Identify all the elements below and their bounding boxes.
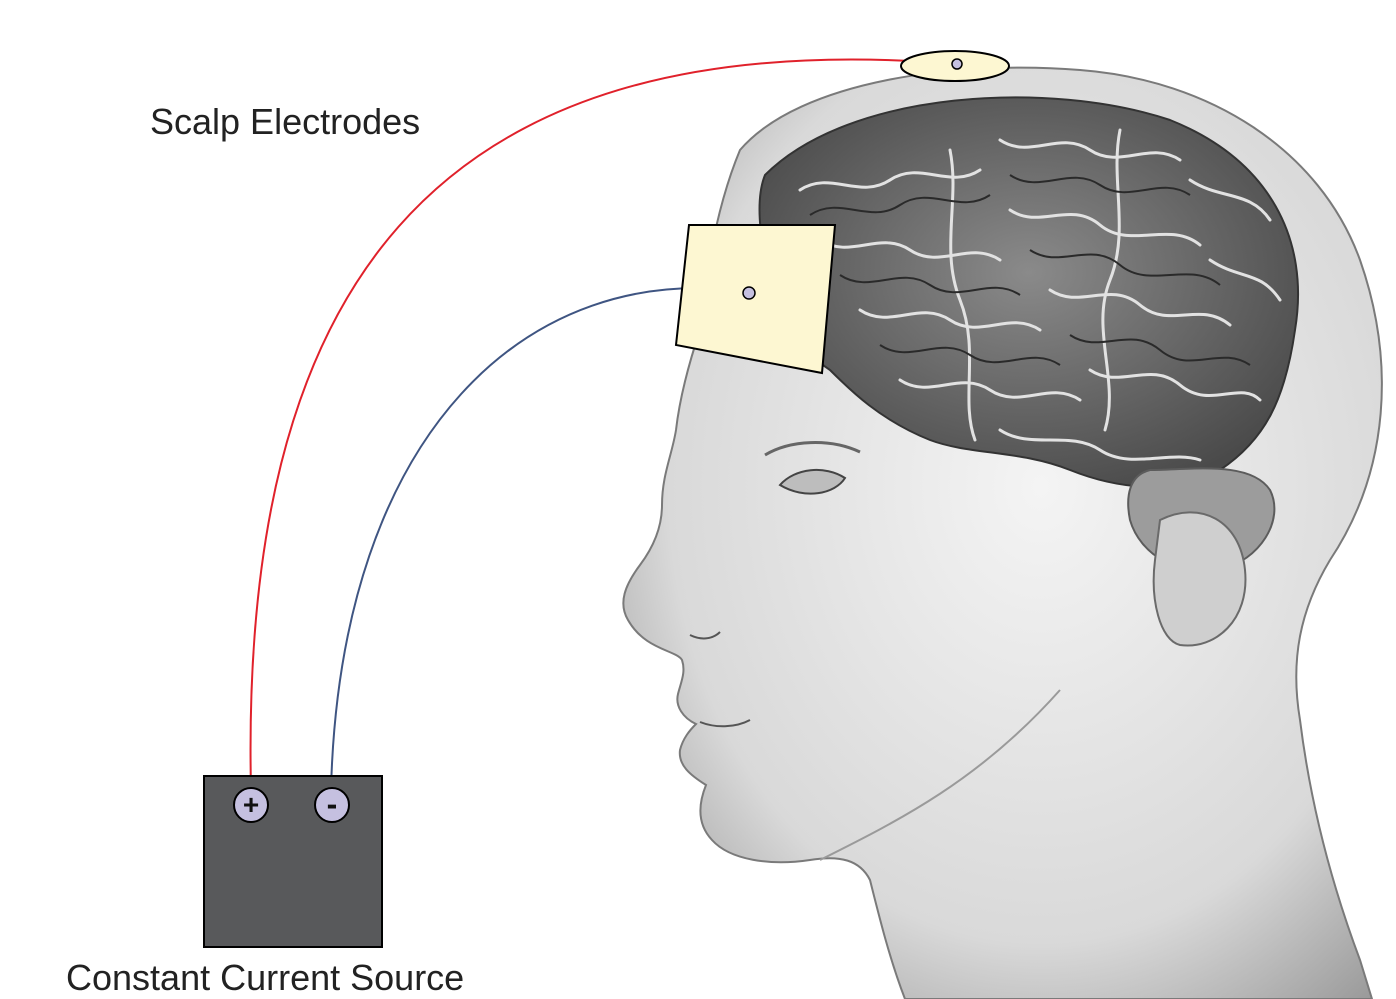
negative-terminal-symbol: - [327, 786, 338, 822]
anode-connector [952, 59, 962, 69]
cathode-connector [743, 287, 755, 299]
current-source-box [204, 776, 382, 947]
positive-terminal-symbol: + [243, 789, 259, 820]
anode-electrode [901, 51, 1009, 81]
current-source: + - [204, 776, 382, 947]
current-source-label: Constant Current Source [66, 957, 464, 998]
scalp-electrodes-label: Scalp Electrodes [150, 101, 420, 142]
head-illustration [623, 68, 1382, 999]
